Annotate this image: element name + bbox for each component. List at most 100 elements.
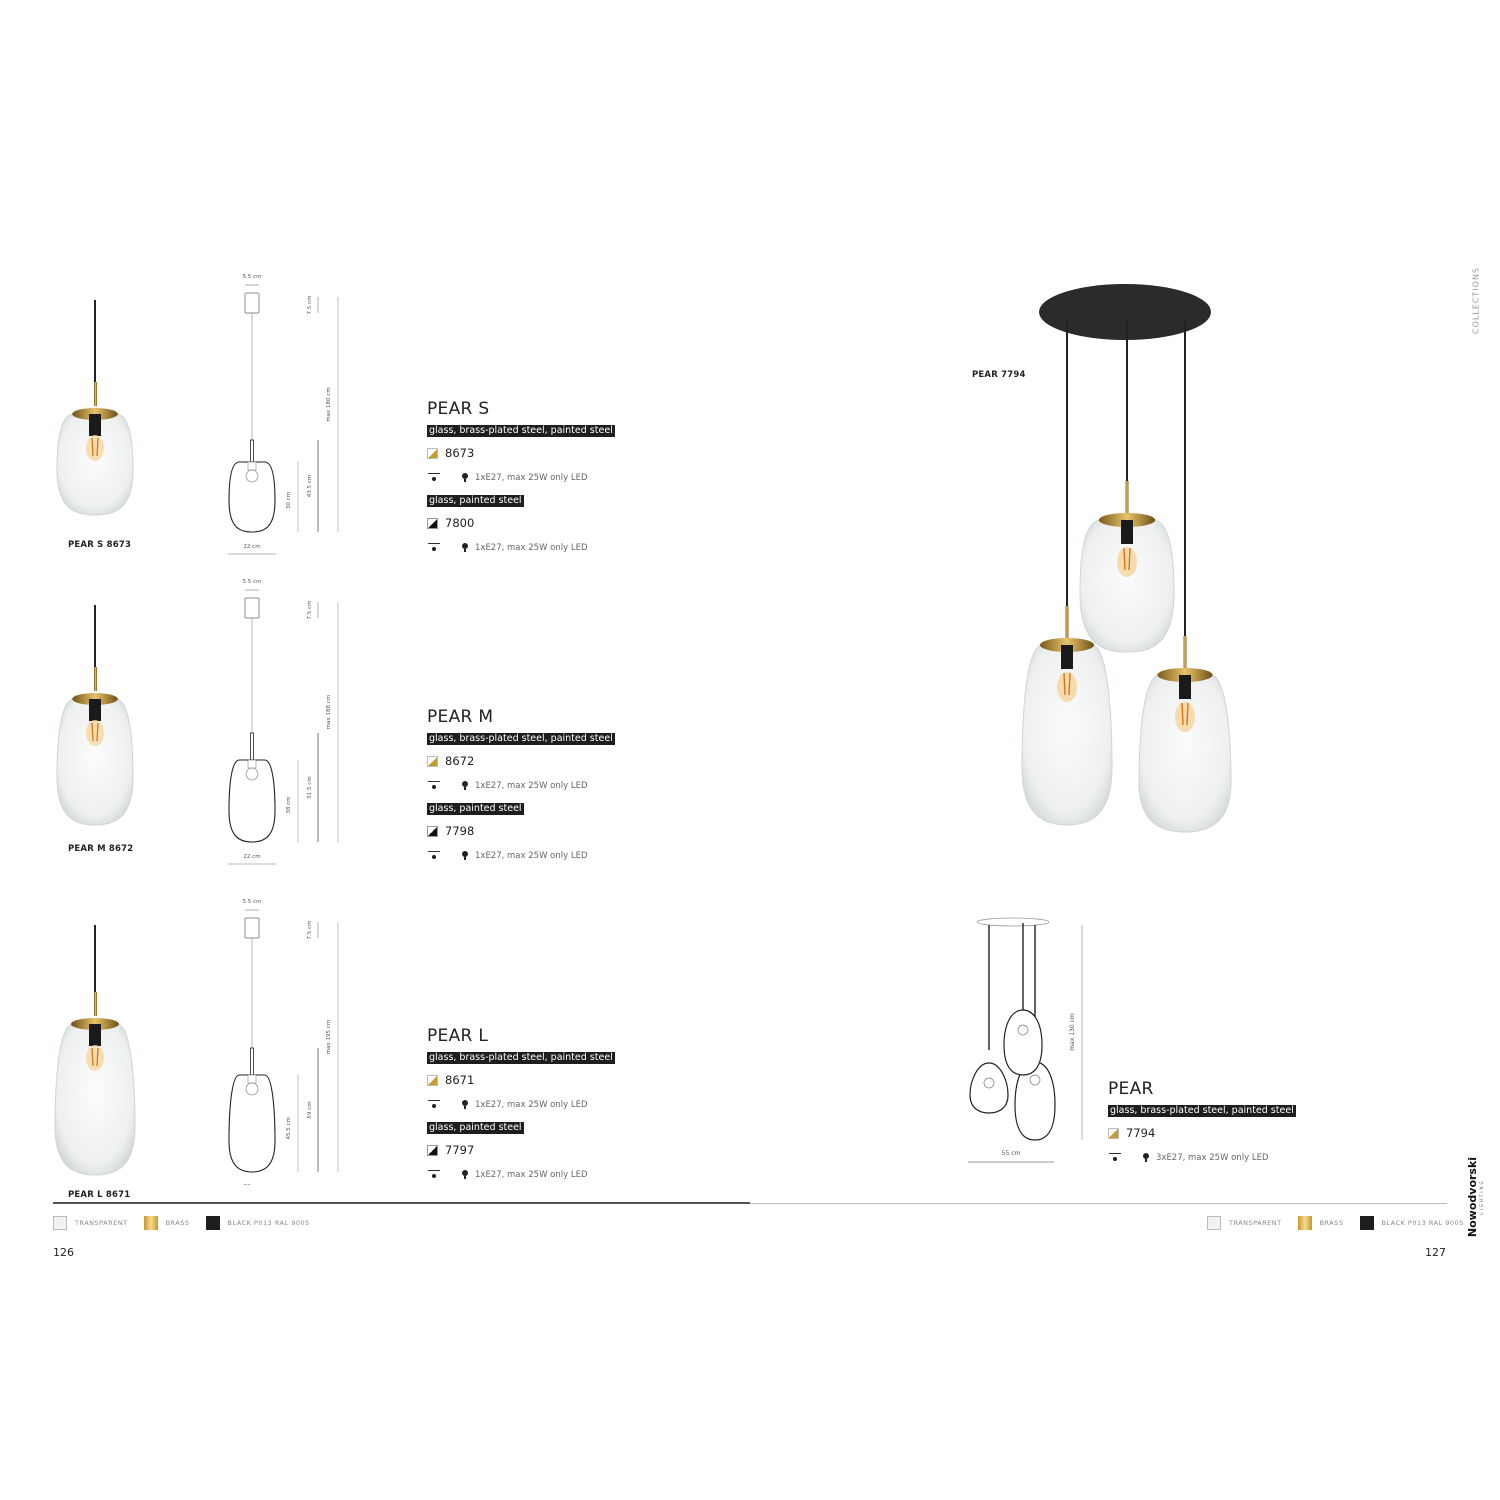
dimension-drawing: 5.5 cm 22 cm 45.5 cm 59 cm 7.5 cm max 19…: [228, 899, 339, 1185]
material-label: glass, painted steel: [427, 1122, 524, 1134]
cluster-dimension-drawing: max 130 cm 55 cm: [968, 917, 1083, 1163]
product-section-l: PEAR L 8671 5.5 cm 22 cm 45.5 cm 59 cm 7…: [0, 890, 750, 1210]
bulb-icon: [461, 781, 469, 791]
canopy-width-label: 5.5 cm: [243, 274, 262, 280]
product-photo: [54, 925, 136, 1176]
color-swatch-icon: [1359, 1216, 1374, 1230]
legend-label: BLACK P013 RAL 9005: [227, 1219, 310, 1227]
ceiling-mount-icon: [427, 850, 441, 862]
width-label: 22 cm: [243, 854, 260, 860]
shade-height-label: 43.5 cm: [307, 475, 313, 497]
bulb-icon: [461, 1170, 469, 1180]
legend-label: TRANSPARENT: [75, 1219, 128, 1227]
product-code: 7798: [445, 824, 475, 838]
legend-label: BRASS: [165, 1219, 190, 1227]
product-info: PEAR L glass, brass-plated steel, painte…: [427, 1027, 687, 1182]
ceiling-mount-icon: [427, 780, 441, 792]
bulb-icon: [1142, 1153, 1150, 1163]
legend-item: BLACK P013 RAL 9005: [205, 1216, 310, 1230]
page-number-right: 127: [1425, 1246, 1446, 1259]
product-name: PEAR M: [427, 707, 494, 727]
color-swatch-icon: [1297, 1216, 1312, 1230]
legend-item: TRANSPARENT: [1207, 1216, 1282, 1230]
pendant-lamp: [1079, 320, 1175, 653]
product-name: PEAR L: [427, 1026, 489, 1046]
canopy-height-label: 7.5 cm: [307, 296, 313, 315]
bulb-spec: 1xE27, max 25W only LED: [475, 1170, 588, 1180]
product-code: 8672: [445, 754, 475, 768]
legend-label: TRANSPARENT: [1229, 1219, 1282, 1227]
product-info: PEAR M glass, brass-plated steel, painte…: [427, 708, 687, 863]
brand-name: Nowodvorski: [1466, 1156, 1479, 1238]
cluster-photo: [1021, 284, 1232, 833]
width-label: 22 cm: [243, 544, 260, 550]
cluster-max-height: max 130 cm: [1069, 1013, 1076, 1051]
photo-label: PEAR S 8673: [68, 540, 132, 550]
material-label: glass, brass-plated steel, painted steel: [427, 1052, 615, 1064]
product-section-m: PEAR M 8672 5.5 cm 22 cm 38 cm 51.5 cm 7…: [0, 570, 750, 890]
photo-label: PEAR M 8672: [68, 844, 134, 854]
photo-label: PEAR L 8671: [68, 1190, 131, 1200]
glass-height-label: 45.5 cm: [286, 1117, 292, 1139]
pendant-lamp: [1138, 320, 1232, 833]
finish-swatch-icon: [427, 1144, 438, 1156]
material-label: glass, brass-plated steel, painted steel: [1108, 1105, 1296, 1117]
bulb-spec: 1xE27, max 25W only LED: [475, 781, 588, 791]
legend-item: BRASS: [143, 1216, 190, 1230]
material-label: glass, brass-plated steel, painted steel: [427, 733, 615, 745]
product-code: 8673: [445, 446, 475, 460]
finish-swatch-icon: [427, 755, 438, 767]
glass-height-label: 38 cm: [286, 797, 292, 814]
material-label: glass, brass-plated steel, painted steel: [427, 425, 615, 437]
finish-swatch-icon: [1108, 1127, 1119, 1139]
finish-swatch-icon: [427, 447, 438, 459]
brand-sub: LIGHTING: [1479, 1179, 1484, 1215]
finish-swatch-icon: [427, 825, 438, 837]
max-height-label: max 195 cm: [326, 1020, 332, 1054]
max-height-label: max 188 cm: [326, 695, 332, 729]
dimension-drawing: 5.5 cm 22 cm 30 cm 43.5 cm 7.5 cm max 18…: [228, 274, 339, 555]
max-height-label: max 180 cm: [326, 387, 332, 421]
page-number-left: 126: [53, 1246, 74, 1259]
product-info: PEAR S glass, brass-plated steel, painte…: [427, 400, 687, 555]
legend-item: BLACK P013 RAL 9005: [1359, 1216, 1464, 1230]
cluster-photo-label: PEAR 7794: [972, 370, 1026, 380]
canopy-height-label: 7.5 cm: [307, 921, 313, 940]
footer-divider: [53, 1203, 1447, 1204]
finish-legend-right: TRANSPARENT BRASS BLACK P013 RAL 9005: [1207, 1216, 1480, 1230]
bulb-spec: 1xE27, max 25W only LED: [475, 851, 588, 861]
canopy-width-label: 5.5 cm: [243, 579, 262, 585]
legend-item: BRASS: [1297, 1216, 1344, 1230]
pendant-lamp: [1021, 320, 1113, 826]
dimension-drawing: 5.5 cm 22 cm 38 cm 51.5 cm 7.5 cm max 18…: [228, 579, 339, 865]
bulb-spec: 1xE27, max 25W only LED: [475, 1100, 588, 1110]
product-code: 7800: [445, 516, 475, 530]
finish-swatch-icon: [427, 517, 438, 529]
bulb-icon: [461, 543, 469, 553]
bulb-icon: [461, 1100, 469, 1110]
finish-legend-left: TRANSPARENT BRASS BLACK P013 RAL 9005: [53, 1216, 326, 1230]
ceiling-mount-icon: [427, 542, 441, 554]
shade-height-label: 51.5 cm: [307, 776, 313, 798]
bulb-spec: 3xE27, max 25W only LED: [1156, 1153, 1269, 1163]
ceiling-canopy: [1039, 284, 1211, 340]
color-swatch-icon: [1207, 1216, 1221, 1230]
canopy-width-label: 5.5 cm: [243, 899, 262, 905]
legend-label: BRASS: [1319, 1219, 1344, 1227]
cluster-info: PEAR glass, brass-plated steel, painted …: [1108, 1080, 1368, 1165]
canopy-height-label: 7.5 cm: [307, 601, 313, 620]
color-swatch-icon: [143, 1216, 158, 1230]
brand-logo: Nowodvorski LIGHTING: [1466, 1152, 1484, 1242]
product-photo: [56, 605, 134, 826]
color-swatch-icon: [205, 1216, 220, 1230]
shade-height-label: 59 cm: [307, 1101, 313, 1118]
ceiling-mount-icon: [427, 1099, 441, 1111]
product-section-s: PEAR S 8673 5.5 cm 22 cm 30 cm 43.5 cm 7…: [0, 265, 750, 585]
product-code: 8671: [445, 1073, 475, 1087]
ceiling-mount-icon: [1108, 1152, 1122, 1164]
bulb-icon: [461, 851, 469, 861]
cluster-width: 55 cm: [1002, 1150, 1021, 1157]
bulb-spec: 1xE27, max 25W only LED: [475, 543, 588, 553]
color-swatch-icon: [53, 1216, 67, 1230]
glass-height-label: 30 cm: [286, 492, 292, 509]
